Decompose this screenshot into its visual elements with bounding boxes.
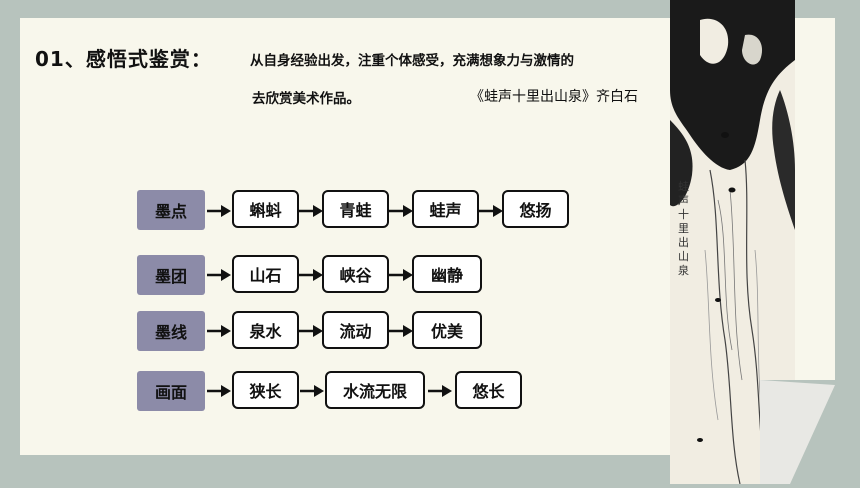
node-serene: 幽静	[412, 255, 482, 293]
node-gorge: 峡谷	[322, 255, 389, 293]
arrow-icon	[389, 269, 413, 281]
page-curl-shape	[760, 380, 838, 484]
arrow-icon	[300, 385, 324, 397]
node-frog: 青蛙	[322, 190, 389, 228]
category-ink-dots: 墨点	[137, 190, 205, 230]
node-long-lasting: 悠长	[455, 371, 522, 409]
arrow-icon	[389, 205, 413, 217]
node-spring-water: 泉水	[232, 311, 299, 349]
arrow-icon	[207, 385, 231, 397]
arrow-icon	[428, 385, 452, 397]
arrow-icon	[299, 325, 323, 337]
category-ink-mass: 墨团	[137, 255, 205, 295]
arrow-icon	[299, 205, 323, 217]
node-narrow-long: 狭长	[232, 371, 299, 409]
subtitle-line1: 从自身经验出发，注重个体感受，充满想象力与激情的	[250, 53, 574, 69]
node-graceful: 优美	[412, 311, 482, 349]
category-ink-lines: 墨线	[137, 311, 205, 351]
page-curl	[760, 380, 838, 484]
arrow-icon	[299, 269, 323, 281]
title-text: 01、感悟式鉴赏：	[35, 47, 212, 71]
arrow-icon	[207, 269, 231, 281]
arrow-icon	[389, 325, 413, 337]
arrow-icon	[479, 205, 503, 217]
node-rocks: 山石	[232, 255, 299, 293]
node-endless-water: 水流无限	[325, 371, 425, 409]
arrow-icon	[207, 325, 231, 337]
node-tadpole: 蝌蚪	[232, 190, 299, 228]
painting-inscription: 蛙声十里出山泉	[678, 180, 689, 277]
painting-caption: 《蛙声十里出山泉》齐白石	[470, 89, 638, 105]
category-composition: 画面	[137, 371, 205, 411]
node-flowing: 流动	[322, 311, 389, 349]
slide-title: 01、感悟式鉴赏：	[35, 43, 212, 72]
subtitle-line2: 去欣赏美术作品。	[252, 91, 360, 107]
arrow-icon	[207, 205, 231, 217]
node-melodious: 悠扬	[502, 190, 569, 228]
node-frog-sound: 蛙声	[412, 190, 479, 228]
